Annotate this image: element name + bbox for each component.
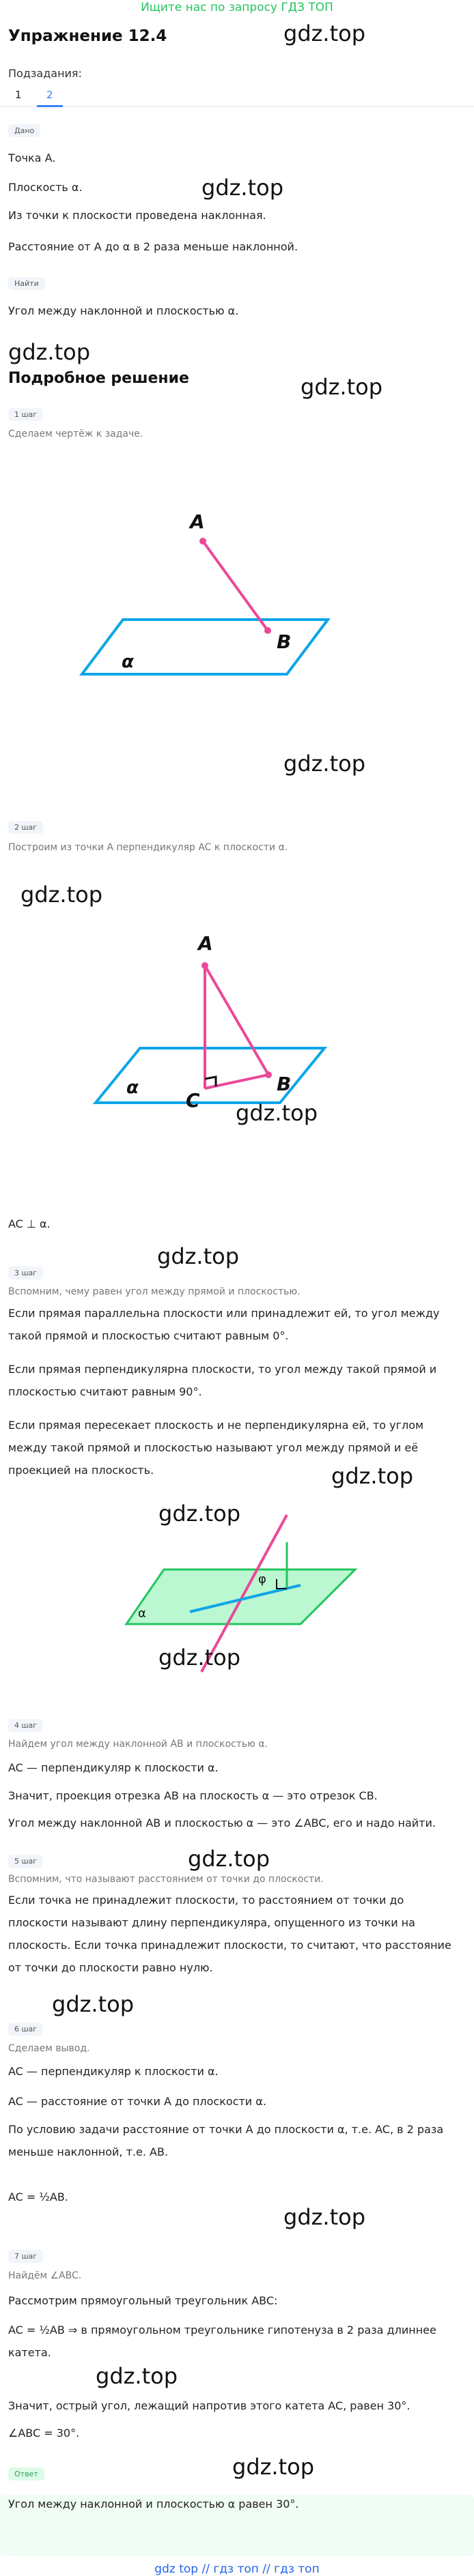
step-text: По условию задачи расстояние от точки A … — [8, 2123, 444, 2158]
step-text: Сделаем чертёж к задаче. — [8, 429, 143, 439]
active-tab-indicator — [37, 105, 63, 107]
figure-2: A B C α — [92, 932, 328, 1112]
label-b: B — [277, 1073, 291, 1095]
step-text: AC — перпендикуляр к плоскости α. — [8, 1761, 219, 1774]
line-projection — [189, 1584, 301, 1613]
find-text: Угол между наклонной и плоскостью α. — [8, 304, 239, 317]
tab-subtask-1[interactable]: 1 — [15, 89, 22, 101]
step-text: ∠ABC = 30°. — [8, 2427, 80, 2440]
find-badge: Найти — [8, 277, 45, 290]
label-a: A — [197, 932, 213, 955]
figure-1: A B α — [79, 510, 331, 676]
tabs-divider — [0, 106, 474, 107]
watermark: gdz.top — [52, 1991, 135, 2017]
step-text: Значит, острый угол, лежащий напротив эт… — [8, 2399, 410, 2412]
watermark: gdz.top — [188, 1846, 270, 1872]
label-alpha: α — [138, 1606, 146, 1621]
segment-ab — [204, 964, 270, 1076]
step-text: Вспомним, чему равен угол между прямой и… — [8, 1286, 301, 1297]
answer-text: Угол между наклонной и плоскостью α раве… — [8, 2498, 299, 2510]
answer-badge: Ответ — [8, 2468, 44, 2480]
step-text: Найдём ∠ABC. — [8, 2270, 82, 2281]
figure-3: φ α — [124, 1514, 358, 1673]
step-text: Угол между наклонной AB и плоскостью α —… — [8, 1817, 436, 1829]
label-alpha: α — [126, 1077, 139, 1098]
right-angle-mark — [204, 1075, 217, 1086]
given-badge: Дано — [8, 124, 41, 137]
step-text: Рассмотрим прямоугольный треугольник ABC… — [8, 2294, 278, 2307]
watermark: gdz.top — [201, 175, 284, 201]
step-text: Если точка не принадлежит плоскости, то … — [8, 1894, 451, 1974]
step-badge: 2 шаг — [8, 821, 44, 834]
label-phi: φ — [258, 1572, 266, 1587]
step-text: AC — перпендикуляр к плоскости α. — [8, 2065, 219, 2078]
watermark: gdz.top — [158, 1501, 241, 1526]
watermark: gdz.top — [157, 1243, 240, 1269]
step-badge: 3 шаг — [8, 1267, 44, 1279]
step-badge: 6 шаг — [8, 2023, 44, 2036]
top-banner[interactable]: Ищите нас по запросу ГДЗ ТОП — [141, 1, 333, 14]
step-text: AC = ½AB ⇒ в прямоугольном треугольнике … — [8, 2324, 436, 2359]
page-title: Упражнение 12.4 — [8, 27, 167, 45]
label-b: B — [277, 631, 291, 653]
watermark: gdz.top — [20, 882, 103, 908]
watermark: gdz.top — [283, 20, 366, 46]
step-text: Сделаем вывод. — [8, 2043, 90, 2054]
footer-links[interactable]: gdz top // гдз топ // гдз топ — [154, 2562, 320, 2576]
step-text: Значит, проекция отрезка AB на плоскость… — [8, 1789, 378, 1802]
line-oblique — [200, 1514, 288, 1673]
given-line: Из точки к плоскости проведена наклонная… — [8, 209, 266, 222]
solution-title: Подробное решение — [8, 370, 189, 387]
subtasks-label: Подзадания: — [8, 67, 82, 80]
point-b — [264, 627, 271, 634]
step-text: AC — расстояние от точки A до плоскости … — [8, 2095, 266, 2108]
given-line: Точка A. — [8, 151, 56, 164]
watermark: gdz.top — [158, 1645, 241, 1670]
step-text: Если прямая пересекает плоскость и не пе… — [8, 1419, 424, 1477]
step-text: Построим из точки A перпендикуляр AC к п… — [8, 842, 288, 853]
tab-subtask-2[interactable]: 2 — [46, 89, 53, 101]
step-badge: 7 шаг — [8, 2250, 44, 2263]
given-line: Расстояние от A до α в 2 раза меньше нак… — [8, 240, 298, 253]
watermark: gdz.top — [232, 2454, 315, 2480]
watermark: gdz.top — [283, 751, 366, 777]
step-text: Найдем угол между наклонной AB и плоскос… — [8, 1739, 268, 1750]
label-a: A — [189, 510, 205, 533]
point-b — [265, 1071, 272, 1078]
point-a — [199, 538, 206, 545]
step-badge: 1 шаг — [8, 408, 44, 421]
step-text: AC = ½AB. — [8, 2190, 68, 2203]
watermark: gdz.top — [301, 374, 383, 400]
step-badge: 5 шаг — [8, 1855, 44, 1868]
given-line: Плоскость α. — [8, 181, 83, 194]
watermark: gdz.top — [96, 2363, 178, 2389]
step-badge: 4 шаг — [8, 1719, 44, 1732]
step-text: Если прямая перпендикулярна плоскости, т… — [8, 1363, 437, 1398]
watermark: gdz.top — [236, 1100, 318, 1126]
answer-box — [0, 2495, 474, 2556]
watermark: gdz.top — [8, 339, 91, 365]
watermark: gdz.top — [283, 2204, 366, 2230]
step-result: AC ⊥ α. — [8, 1217, 51, 1230]
step-text: Вспомним, что называют расстоянием от то… — [8, 1874, 324, 1885]
plane-alpha — [92, 1047, 328, 1104]
step-text: Если прямая параллельна плоскости или пр… — [8, 1307, 440, 1342]
watermark: gdz.top — [331, 1463, 414, 1489]
label-alpha: α — [122, 652, 134, 672]
point-a — [201, 962, 208, 969]
label-c: C — [186, 1089, 200, 1112]
right-angle-mark — [276, 1579, 287, 1589]
segment-ab — [201, 540, 269, 632]
plane-alpha — [124, 1568, 358, 1625]
